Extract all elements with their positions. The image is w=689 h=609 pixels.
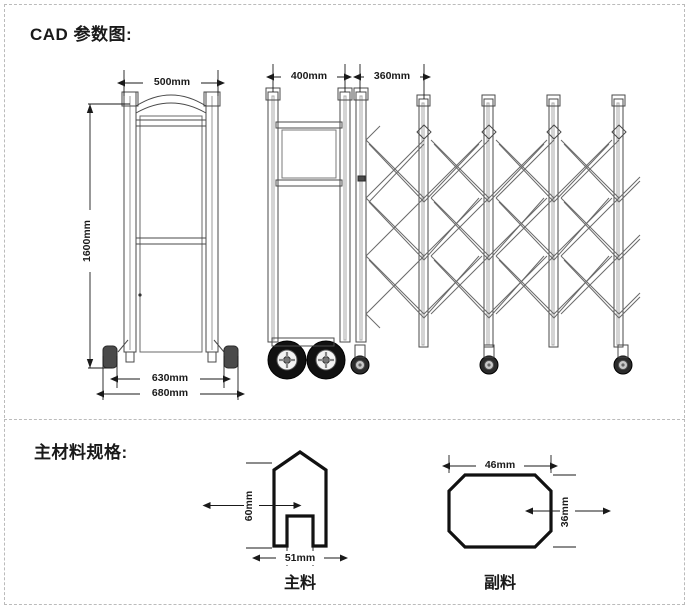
material-section: [4, 419, 685, 605]
main-profile-drawing: 60mm 51mm 主料: [202, 450, 348, 592]
retractable-gate-body-drawing: [265, 87, 641, 380]
dim-panel-width-2: 360mm: [374, 70, 410, 82]
dimension-text-labels: 500mm 1600mm 630mm 680mm 400mm 360mm: [81, 68, 420, 400]
cad-section: [4, 4, 685, 418]
main-profile-name: 主料: [284, 573, 316, 592]
left-gate-post-drawing: [102, 91, 239, 369]
dim-secondary-profile-height: 36mm: [559, 497, 571, 527]
dim-main-profile-height: 60mm: [243, 491, 255, 521]
cad-section-heading: CAD 参数图:: [30, 25, 133, 44]
dimension-annotations: [86, 64, 431, 400]
dim-base-inner-width: 630mm: [152, 372, 188, 384]
secondary-profile-drawing: 46mm 36mm 副料: [442, 455, 611, 592]
dim-gate-post-width: 500mm: [154, 76, 190, 88]
dim-main-profile-width: 51mm: [285, 552, 315, 564]
dim-secondary-profile-width: 46mm: [485, 459, 515, 471]
dim-gate-post-height: 1600mm: [81, 220, 93, 262]
material-section-heading: 主材料规格:: [34, 443, 128, 462]
dim-panel-width-1: 400mm: [291, 70, 327, 82]
gate-wheel-group: [267, 337, 633, 380]
dim-base-outer-width: 680mm: [152, 387, 188, 399]
secondary-profile-name: 副料: [484, 573, 516, 592]
